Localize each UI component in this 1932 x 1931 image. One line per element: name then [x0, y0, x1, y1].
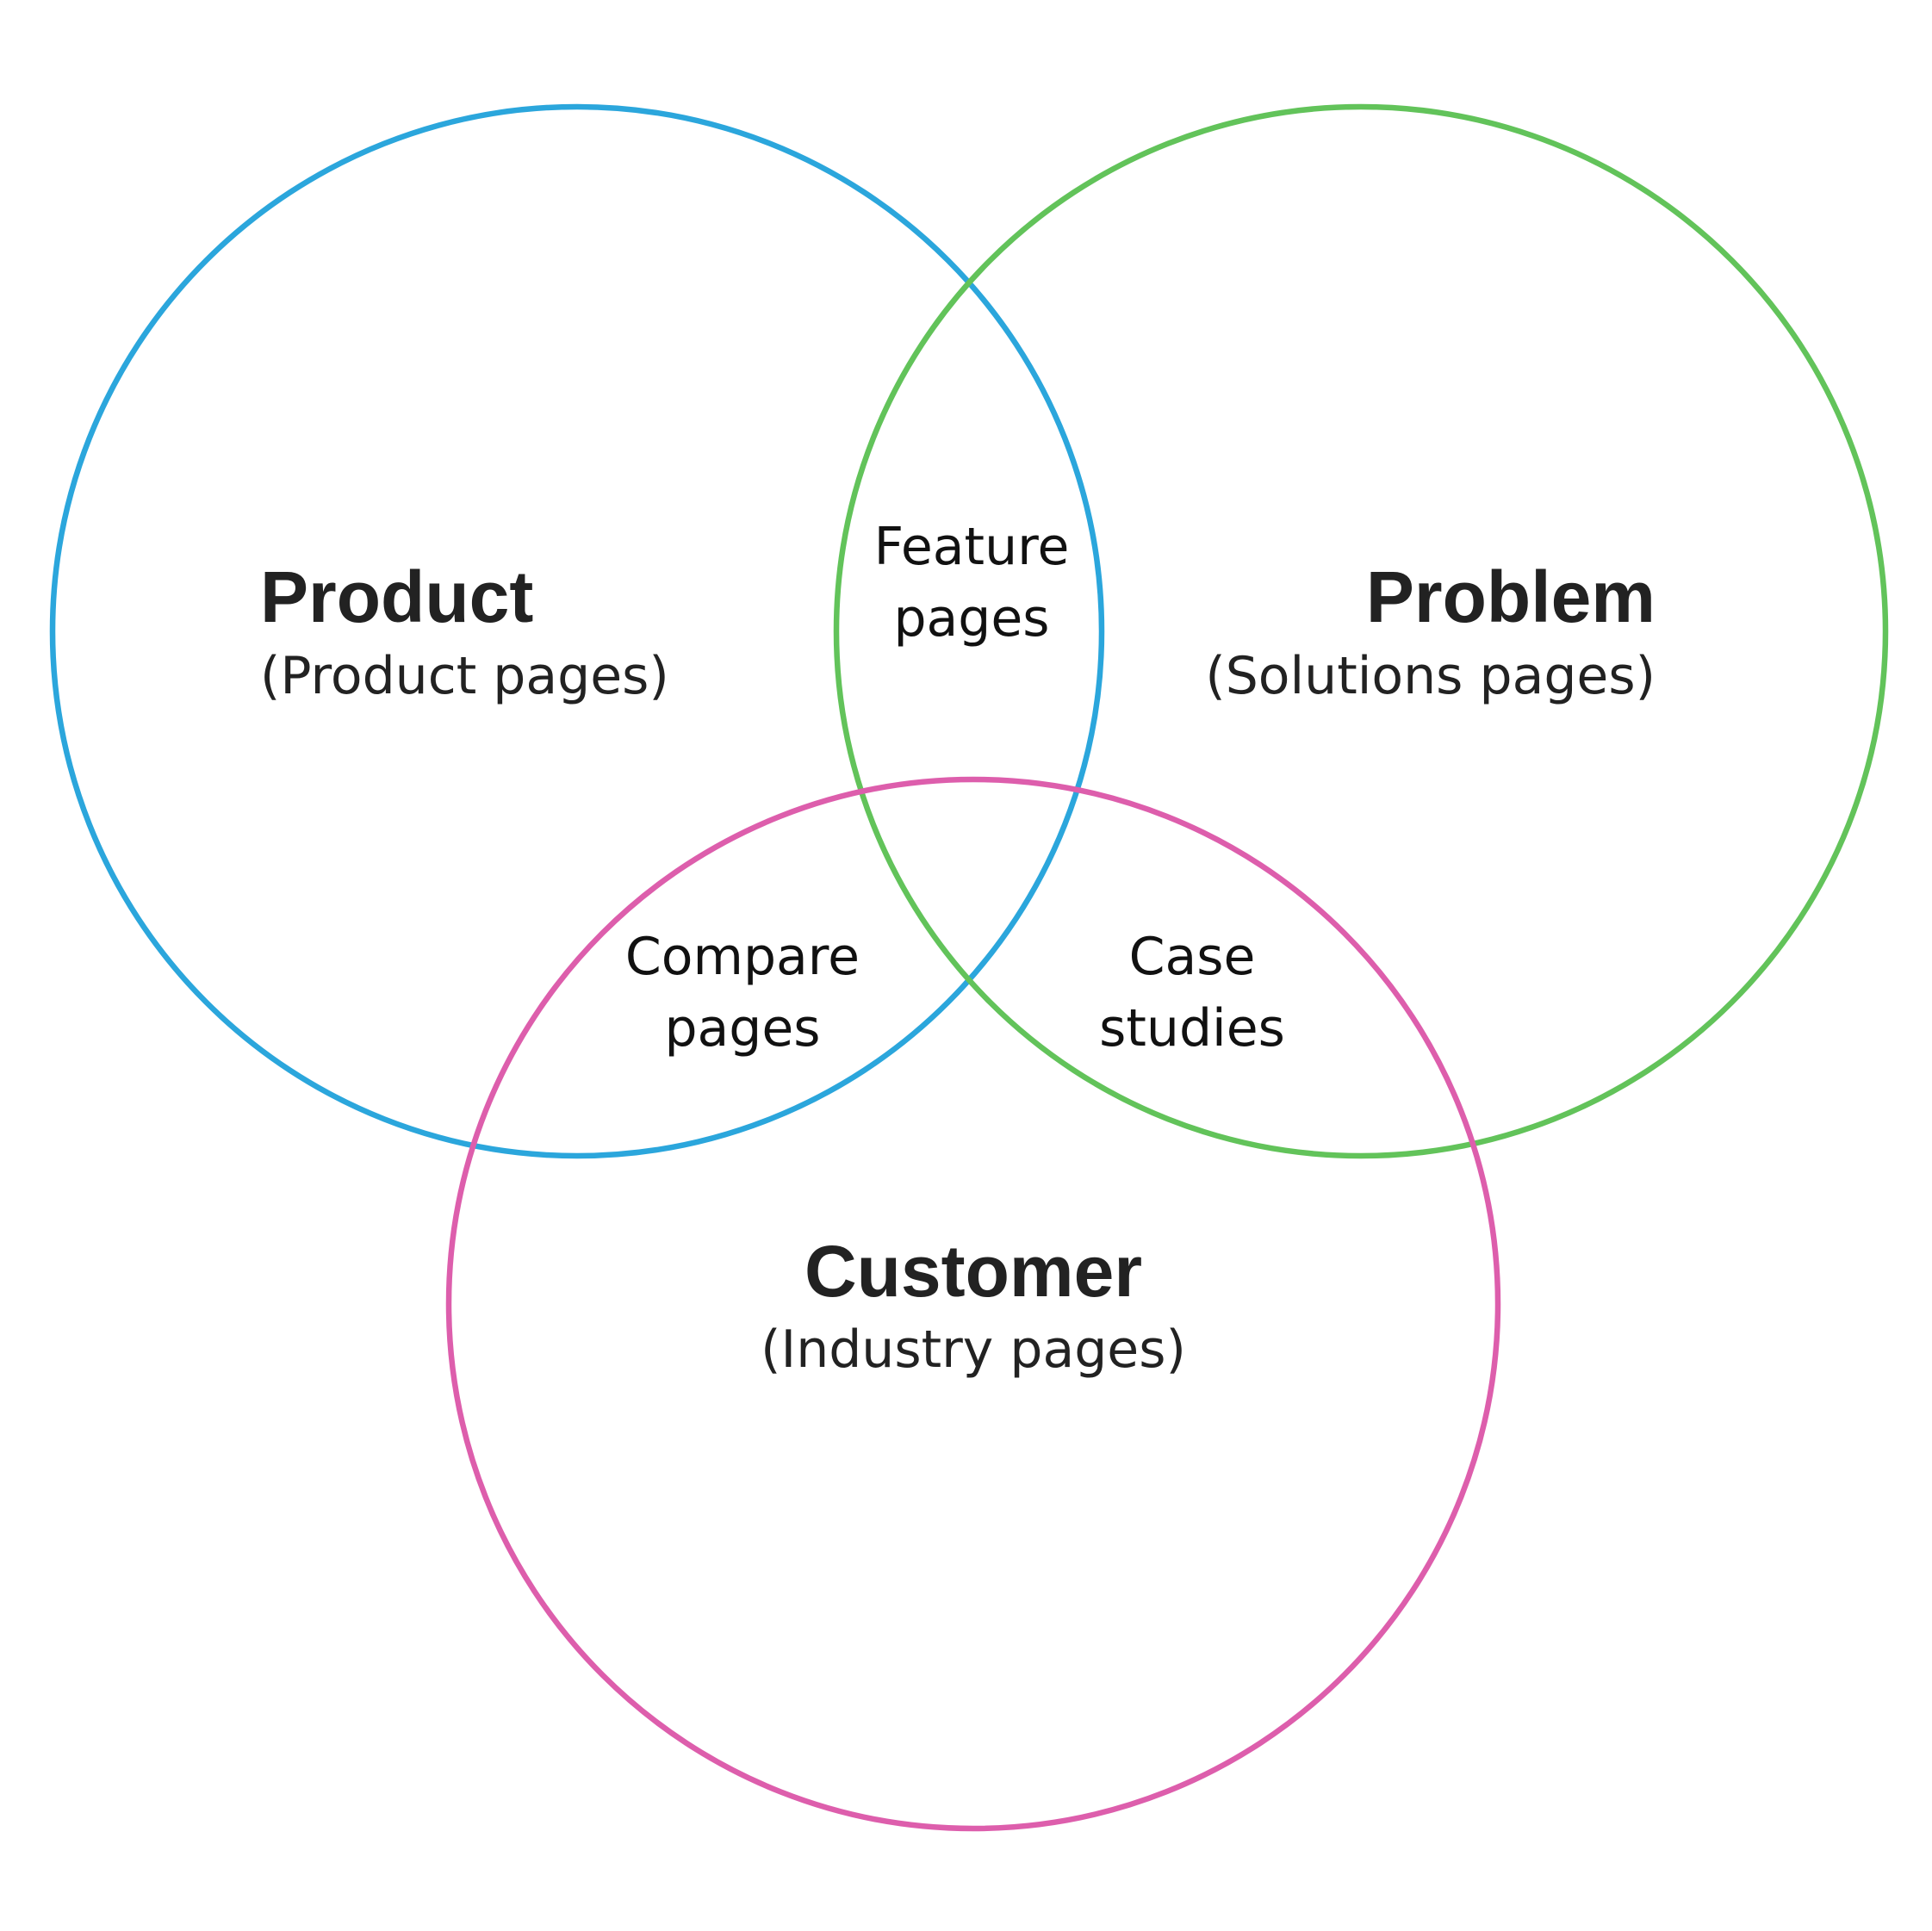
customer-title: Customer: [804, 1231, 1142, 1312]
problem-title: Problem: [1366, 556, 1656, 637]
overlap-problem-customer-line1: Case: [1129, 927, 1256, 987]
overlap-product-customer-line2: pages: [664, 998, 820, 1059]
problem-subtitle: (Solutions pages): [1205, 646, 1656, 706]
customer-subtitle: (Industry pages): [761, 1319, 1186, 1380]
customer-circle: [445, 776, 1501, 1832]
product-subtitle: (Product pages): [260, 646, 669, 706]
product-title: Product: [260, 556, 533, 637]
overlap-product-problem-line2: pages: [893, 588, 1049, 649]
overlap-problem-customer-line2: studies: [1099, 998, 1285, 1059]
overlap-product-problem-line1: Feature: [874, 517, 1070, 577]
problem-circle: [833, 103, 1889, 1159]
product-circle: [49, 103, 1105, 1159]
overlap-product-customer-line1: Compare: [625, 927, 860, 987]
